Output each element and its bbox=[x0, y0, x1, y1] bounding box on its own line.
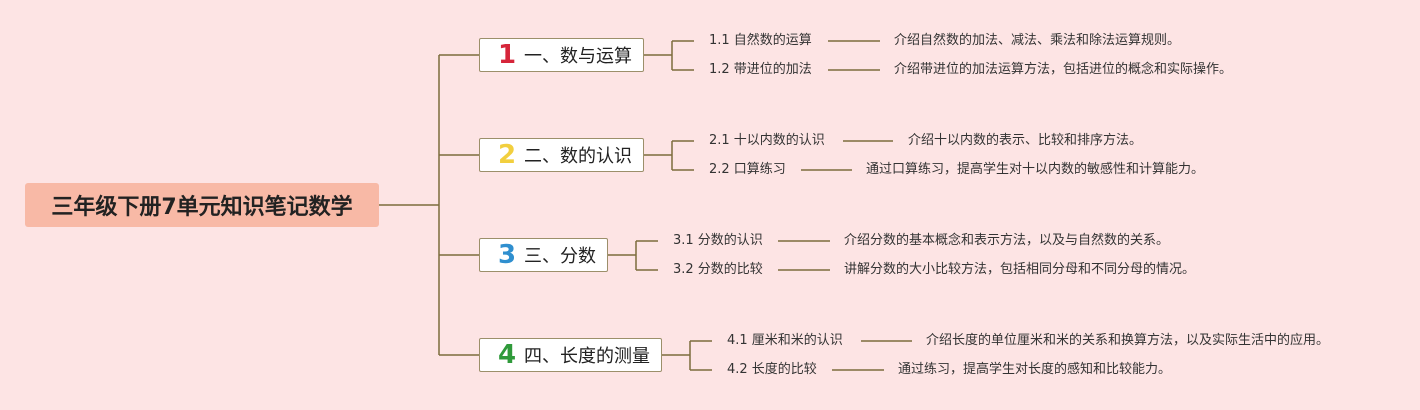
subtopic-3-2-description[interactable]: 讲解分数的大小比较方法，包括相同分母和不同分母的情况。 bbox=[844, 262, 1196, 277]
branch-topic-3[interactable]: 3 三、分数 bbox=[479, 238, 608, 272]
subtopic-3-1-description[interactable]: 介绍分数的基本概念和表示方法，以及与自然数的关系。 bbox=[844, 233, 1170, 248]
subtopic-4-1[interactable]: 4.1 厘米和米的认识 bbox=[727, 333, 843, 348]
subtopic-4-1-description[interactable]: 介绍长度的单位厘米和米的关系和换算方法，以及实际生活中的应用。 bbox=[926, 333, 1330, 348]
subtopic-4-2-description[interactable]: 通过练习，提高学生对长度的感知和比较能力。 bbox=[898, 362, 1172, 377]
subtopic-1-2-description[interactable]: 介绍带进位的加法运算方法，包括进位的概念和实际操作。 bbox=[894, 62, 1233, 77]
subtopic-2-2[interactable]: 2.2 口算练习 bbox=[709, 162, 786, 177]
number-1-icon: 1 bbox=[498, 40, 517, 70]
number-3-icon: 3 bbox=[498, 240, 517, 270]
subtopic-2-1[interactable]: 2.1 十以内数的认识 bbox=[709, 133, 825, 148]
branch-3-spine bbox=[608, 240, 658, 271]
branch-label: 四、长度的测量 bbox=[524, 346, 650, 367]
subtopic-1-1-description[interactable]: 介绍自然数的加法、减法、乘法和除法运算规则。 bbox=[894, 33, 1181, 48]
subtopic-1-2[interactable]: 1.2 带进位的加法 bbox=[709, 62, 812, 77]
branch-label: 三、分数 bbox=[524, 246, 596, 267]
branch-topic-1[interactable]: 1 一、数与运算 bbox=[479, 38, 644, 72]
subtopic-3-1[interactable]: 3.1 分数的认识 bbox=[673, 233, 763, 248]
branch-1-spine bbox=[644, 40, 694, 71]
branch-topic-4[interactable]: 4 四、长度的测量 bbox=[479, 338, 662, 372]
number-2-icon: 2 bbox=[498, 140, 517, 170]
subtopic-2-2-description[interactable]: 通过口算练习，提高学生对十以内数的敏感性和计算能力。 bbox=[866, 162, 1205, 177]
subtopic-1-1[interactable]: 1.1 自然数的运算 bbox=[709, 33, 812, 48]
branch-label: 二、数的认识 bbox=[524, 146, 632, 167]
branch-4-spine bbox=[662, 340, 712, 371]
branch-2-spine bbox=[644, 140, 694, 171]
subtopic-2-1-description[interactable]: 介绍十以内数的表示、比较和排序方法。 bbox=[908, 133, 1143, 148]
subtopic-3-2[interactable]: 3.2 分数的比较 bbox=[673, 262, 763, 277]
subtopic-4-2[interactable]: 4.2 长度的比较 bbox=[727, 362, 817, 377]
branch-topic-2[interactable]: 2 二、数的认识 bbox=[479, 138, 644, 172]
root-topic[interactable]: 三年级下册7单元知识笔记数学 bbox=[25, 183, 379, 227]
branch-label: 一、数与运算 bbox=[524, 46, 632, 67]
number-4-icon: 4 bbox=[498, 340, 517, 370]
